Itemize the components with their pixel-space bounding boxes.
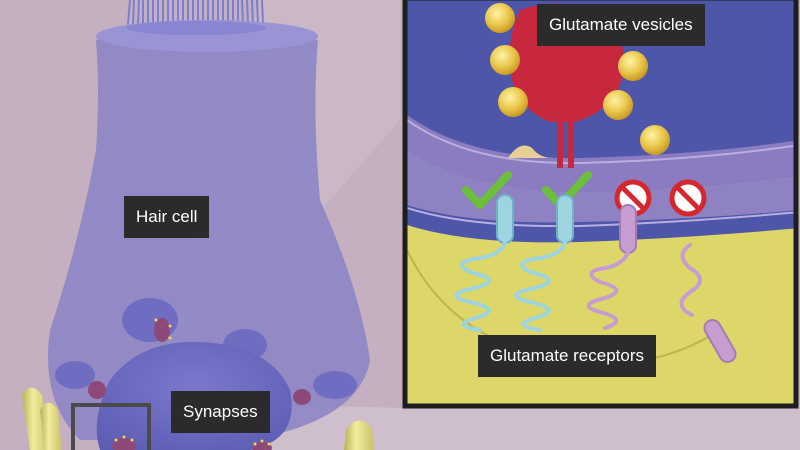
receptor-chain (454, 241, 507, 332)
glutamate-vesicle (603, 90, 633, 120)
vesicle-cluster (154, 318, 170, 342)
synapses-label: Synapses (171, 391, 270, 433)
vesicle-cluster (252, 442, 272, 450)
vesicle-cluster (293, 389, 311, 405)
ribbon-tether (557, 120, 563, 168)
glutamate-vesicles-label: Glutamate vesicles (537, 4, 705, 46)
cuticular-plate (126, 21, 266, 35)
glutamate-vesicle (485, 3, 515, 33)
receptor-blocked (586, 179, 652, 330)
vesicle-cluster (112, 438, 136, 450)
synapse-terminal (122, 298, 178, 342)
release-site (508, 145, 552, 158)
receptor-chain (514, 241, 567, 332)
ribbon-tether (568, 120, 574, 168)
glutamate-vesicle (618, 51, 648, 81)
presynaptic-membrane (407, 115, 794, 192)
supporting-cell (344, 420, 374, 450)
hair-cell-label: Hair cell (124, 196, 210, 238)
synapse-terminal (313, 371, 357, 399)
vesicle-dots (114, 318, 271, 446)
receptor-chain (679, 243, 702, 317)
receptor-blocked (669, 179, 737, 363)
synapse-terminal (55, 361, 95, 389)
supporting-cell (40, 402, 62, 450)
receptor-chain (586, 251, 630, 330)
vesicle-cluster (88, 381, 106, 399)
glutamate-receptors-label: Glutamate receptors (478, 335, 657, 377)
stereocilia (127, 0, 264, 25)
blocked-icon (669, 179, 707, 217)
check-icon (462, 171, 512, 209)
glutamate-vesicle (498, 87, 528, 117)
glutamate-vesicle (490, 45, 520, 75)
zoom-selection-box (71, 403, 151, 450)
glutamate-vesicle (640, 125, 670, 155)
receptor-active (454, 171, 514, 332)
inset-border (402, 0, 799, 409)
receptor-active (514, 171, 592, 332)
